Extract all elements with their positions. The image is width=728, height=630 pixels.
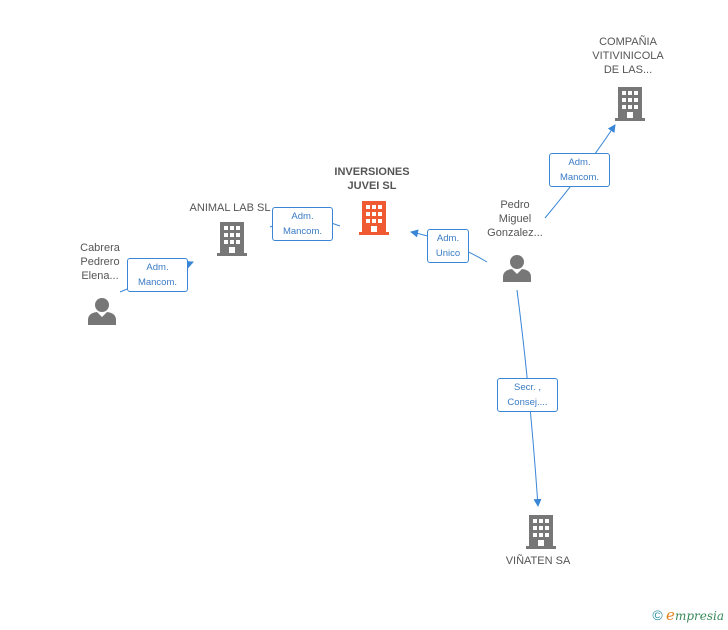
building-icon[interactable] — [216, 221, 248, 257]
copyright-icon: © — [652, 607, 663, 623]
node-cabrera-label-line2: Pedrero — [80, 256, 120, 268]
edge-label-animal-inversiones[interactable]: Adm. Mancom. — [272, 207, 333, 241]
node-compania-label-line1: COMPAÑIA — [599, 36, 657, 48]
person-icon[interactable] — [502, 253, 532, 283]
node-vinaten-label[interactable]: VIÑATEN SA — [488, 554, 588, 568]
edge-label-pedro-compania[interactable]: Adm. Mancom. — [549, 153, 610, 187]
person-icon[interactable] — [87, 296, 117, 326]
edge-label-line1: Adm. — [291, 211, 314, 222]
brand-logo: empresia — [666, 606, 724, 624]
node-pedro-label-line2: Miguel — [498, 213, 532, 225]
node-cabrera-label-line3: Elena... — [81, 270, 119, 282]
node-compania-label-line2: VITIVINICOLA — [592, 50, 664, 62]
edge-label-line2: Mancom. — [282, 226, 323, 237]
edge-label-line1: Adm. — [146, 262, 169, 273]
node-cabrera-label[interactable]: Cabrera Pedrero Elena... — [60, 241, 140, 283]
node-inversiones-label-line1: INVERSIONES — [334, 166, 410, 178]
edge-label-pedro-vinaten[interactable]: Secr. , Consej.... — [497, 378, 558, 412]
node-compania-label[interactable]: COMPAÑIA VITIVINICOLA DE LAS... — [578, 35, 678, 77]
building-icon[interactable] — [614, 86, 646, 122]
edge-label-cabrera-animal[interactable]: Adm. Mancom. — [127, 258, 188, 292]
brand-rest: mpresia — [674, 609, 724, 623]
edge-label-line1: Adm. — [436, 233, 460, 244]
footer-brand[interactable]: © empresia — [652, 606, 724, 624]
brand-initial: e — [666, 606, 675, 624]
node-compania-label-line3: DE LAS... — [603, 64, 653, 76]
node-animal-lab-label-line1: ANIMAL LAB SL — [189, 202, 271, 214]
node-inversiones-label[interactable]: INVERSIONES JUVEI SL — [322, 165, 422, 193]
edge-label-pedro-inversiones[interactable]: Adm. Unico — [427, 229, 469, 263]
edge-label-line2: Unico — [435, 248, 461, 259]
building-icon[interactable] — [358, 200, 390, 236]
node-animal-lab-label[interactable]: ANIMAL LAB SL — [180, 201, 280, 215]
edge-label-line2: Mancom. — [137, 277, 178, 288]
node-pedro-label[interactable]: Pedro Miguel Gonzalez... — [475, 198, 555, 240]
node-pedro-label-line3: Gonzalez... — [487, 227, 543, 239]
edge-label-line1: Adm. — [568, 157, 591, 168]
building-icon[interactable] — [525, 514, 557, 550]
node-inversiones-label-line2: JUVEI SL — [347, 180, 397, 192]
node-pedro-label-line1: Pedro — [500, 199, 530, 211]
edge-label-line2: Mancom. — [559, 172, 600, 183]
node-cabrera-label-line1: Cabrera — [80, 242, 120, 254]
node-vinaten-label-line1: VIÑATEN SA — [505, 555, 571, 567]
edge-label-line2: Consej.... — [507, 397, 548, 408]
edge-label-line1: Secr. , — [514, 382, 541, 393]
